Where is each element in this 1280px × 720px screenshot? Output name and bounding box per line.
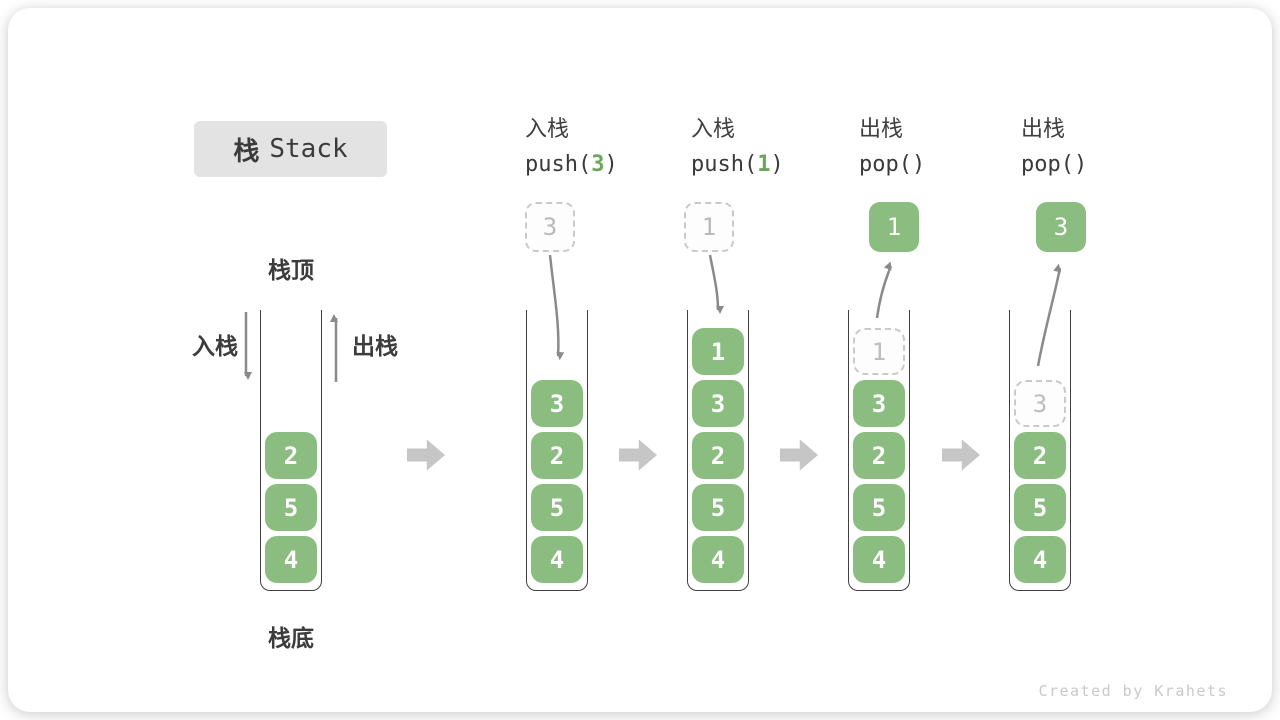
credit-text: Created by Krahets — [1038, 682, 1228, 700]
code-fn: push( — [525, 152, 592, 177]
arrow-right-icon — [407, 439, 445, 471]
operation-label-push-3: 入栈 push(3) — [525, 115, 685, 177]
operation-name: 出栈 — [1021, 116, 1066, 141]
operation-code: push(3) — [525, 152, 685, 177]
stack-block: 3 — [853, 380, 905, 427]
stack-container-1: 2 5 4 — [260, 310, 322, 591]
operation-label-pop-2: 出栈 pop() — [1021, 115, 1181, 177]
push-side-label: 入栈 — [192, 333, 238, 359]
stack-block: 4 — [1014, 536, 1066, 583]
stack-top-label: 栈顶 — [268, 257, 314, 283]
stack-block: 1 — [692, 328, 744, 375]
stack-block: 4 — [692, 536, 744, 583]
stack-block: 2 — [853, 432, 905, 479]
stack-block: 3 — [692, 380, 744, 427]
code-close: ) — [770, 152, 784, 177]
stack-block: 5 — [531, 484, 583, 531]
stack-container-4: 1 3 2 5 4 — [848, 310, 910, 591]
code-close: ) — [1073, 152, 1088, 177]
stack-container-2: 3 2 5 4 — [526, 310, 588, 591]
stack-block: 5 — [853, 484, 905, 531]
incoming-element-box: 3 — [525, 202, 575, 252]
operation-name: 入栈 — [525, 116, 570, 141]
stack-block: 2 — [265, 432, 317, 479]
stack-block: 2 — [692, 432, 744, 479]
stack-block-removed: 3 — [1014, 380, 1066, 427]
arrow-right-icon — [780, 439, 818, 471]
title-en: Stack — [269, 134, 348, 164]
operation-code: push(1) — [691, 152, 851, 177]
push-curve-arrow-icon — [708, 254, 724, 314]
stack-block: 4 — [265, 536, 317, 583]
operation-label-pop-1: 出栈 pop() — [859, 115, 1019, 177]
code-close: ) — [911, 152, 926, 177]
operation-label-push-1: 入栈 push(1) — [691, 115, 851, 177]
popped-element-box: 3 — [1036, 202, 1086, 252]
stack-block: 5 — [692, 484, 744, 531]
arrow-right-icon — [619, 439, 657, 471]
operation-code: pop() — [859, 152, 1019, 177]
diagram-card: 栈 Stack 入栈 push(3) 入栈 push(1) 出栈 pop() 出… — [8, 8, 1272, 712]
stack-container-3: 1 3 2 5 4 — [687, 310, 749, 591]
code-close: ) — [604, 152, 618, 177]
diagram-title: 栈 Stack — [194, 121, 387, 177]
stack-block-removed: 1 — [853, 328, 905, 375]
stack-block: 5 — [265, 484, 317, 531]
stack-block: 2 — [531, 432, 583, 479]
stack-bottom-label: 栈底 — [268, 625, 314, 651]
stack-block: 2 — [1014, 432, 1066, 479]
title-zh: 栈 — [233, 135, 260, 166]
code-fn: push( — [691, 152, 758, 177]
code-arg: 3 — [591, 152, 605, 177]
operation-name: 出栈 — [859, 116, 904, 141]
stack-container-5: 3 2 5 4 — [1009, 310, 1071, 591]
popped-element-box: 1 — [869, 202, 919, 252]
stack-block: 4 — [853, 536, 905, 583]
stack-block: 4 — [531, 536, 583, 583]
stack-block: 5 — [1014, 484, 1066, 531]
operation-code: pop() — [1021, 152, 1181, 177]
code-fn: pop( — [859, 152, 912, 177]
arrow-right-icon — [942, 439, 980, 471]
pop-side-label: 出栈 — [352, 333, 398, 359]
code-fn: pop( — [1021, 152, 1074, 177]
incoming-element-box: 1 — [684, 202, 734, 252]
stack-block: 3 — [531, 380, 583, 427]
operation-name: 入栈 — [691, 116, 736, 141]
code-arg: 1 — [757, 152, 771, 177]
